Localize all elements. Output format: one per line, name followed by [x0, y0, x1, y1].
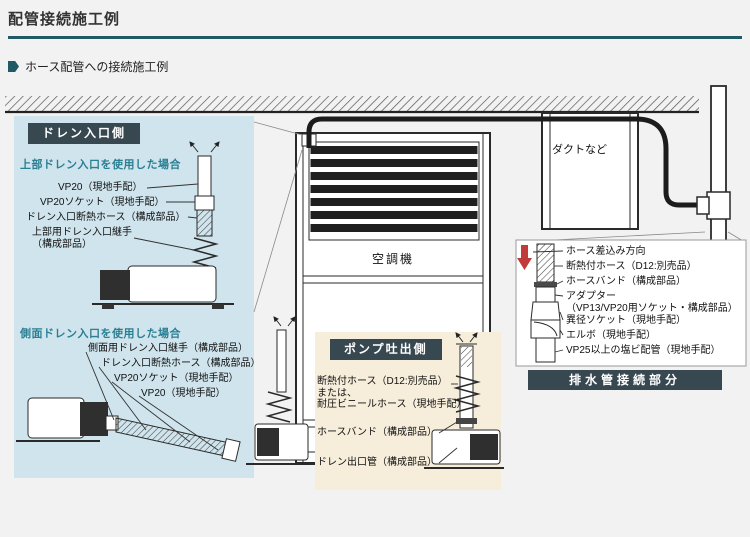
side-inlet-heading: 側面ドレン入口を使用した場合: [20, 328, 181, 340]
drain-inlet-tag: ドレン入口側: [28, 123, 141, 144]
label-insulated-hose: 断熱付ホース（D12:別売品）: [566, 261, 697, 272]
page-title: 配管接続施工例: [8, 11, 121, 28]
label-inlet-hose-side: ドレン入口断熱ホース（構成部品）: [101, 358, 261, 369]
duct-label: ダクトなど: [552, 144, 607, 156]
top-inlet-pump-drawing: [92, 141, 234, 309]
air-conditioner-label: 空調機: [371, 252, 414, 266]
label-adapter: アダプター （VP13/VP20用ソケット・構成部品）: [566, 291, 738, 314]
label-hose-band: ホースバンド（構成部品）: [566, 276, 686, 287]
label-vp20-socket-side: VP20ソケット（現地手配）: [114, 373, 239, 384]
label-reducing-socket: 異径ソケット（現地手配）: [566, 315, 686, 326]
pump-outlet-tag: ポンプ吐出側: [330, 339, 442, 360]
connection-detail-drawing: [530, 243, 561, 363]
label-inlet-hose-top: ドレン入口断熱ホース（構成部品）: [26, 212, 186, 223]
drain-standpipe-drawing: [696, 85, 731, 242]
ceiling-hatch: [5, 96, 699, 114]
side-inlet-pump-drawing: [16, 397, 241, 462]
label-vp20-side: VP20（現地手配）: [141, 388, 226, 399]
label-outlet-hose-band: ホースバンド（構成部品）: [317, 427, 437, 438]
internal-pump-drawing: [246, 316, 318, 465]
leader-lines: [85, 183, 564, 464]
label-drain-outlet-pipe: ドレン出口管（構成部品）: [317, 457, 437, 468]
label-top-inlet-joint: 上部用ドレン入口継手 （構成部品）: [32, 227, 132, 250]
drain-pipe-connection-bar: 排水管接続部分: [528, 370, 722, 390]
label-vp25-pipe: VP25以上の塩ビ配管（現地手配）: [566, 345, 721, 356]
top-inlet-heading: 上部ドレン入口を使用した場合: [20, 159, 181, 171]
title-underline: [8, 36, 742, 39]
hose-insertion-arrow-icon: [517, 245, 532, 270]
label-outlet-hose: 断熱付ホース（D12:別売品） または、 耐圧ビニールホース（現地手配）: [317, 376, 467, 410]
drain-hose-path: [306, 116, 700, 208]
section-marker-icon: [8, 61, 19, 72]
label-side-inlet-joint: 側面用ドレン入口継手（構成部品）: [88, 343, 248, 354]
label-elbow: エルボ（現地手配）: [566, 330, 656, 341]
label-vp20-socket-top: VP20ソケット（現地手配）: [40, 197, 165, 208]
section-heading: ホース配管への接続施工例: [8, 58, 168, 75]
pump-outlet-drawing: [424, 332, 504, 469]
duct-drawing: [541, 112, 639, 230]
section-heading-label: ホース配管への接続施工例: [25, 60, 169, 74]
label-vp20-top: VP20（現地手配）: [58, 182, 143, 193]
label-hose-insert-direction: ホース差込み方向: [566, 246, 646, 257]
